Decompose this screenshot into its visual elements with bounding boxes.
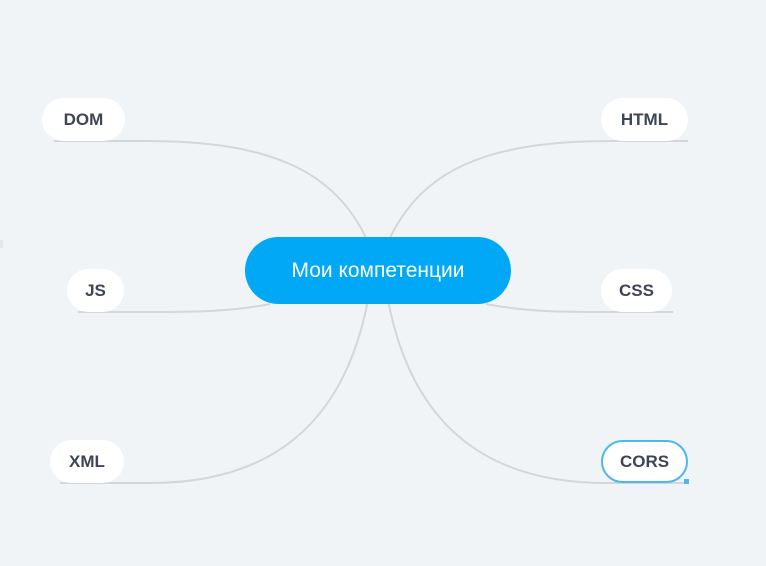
connector-dom	[54, 140, 369, 243]
topic-html-label: HTML	[620, 109, 669, 129]
resize-handle[interactable]	[684, 479, 689, 484]
topic-html[interactable]: HTML	[601, 98, 688, 141]
topic-js-label: JS	[85, 280, 106, 300]
topic-js[interactable]: JS	[67, 269, 124, 312]
topic-xml[interactable]: XML	[50, 440, 124, 483]
topic-dom[interactable]: DOM	[42, 98, 125, 141]
topic-dom-label: DOM	[63, 109, 104, 129]
topic-css-label: CSS	[619, 280, 654, 300]
central-topic[interactable]: Мои компетенции	[245, 237, 511, 304]
central-topic-label: Мои компетенции	[291, 258, 465, 282]
topic-cors-label: CORS	[619, 451, 670, 471]
connector-xml	[60, 299, 369, 484]
canvas-edge-mark	[0, 240, 3, 248]
connector-html	[387, 140, 688, 243]
topic-xml-label: XML	[69, 451, 105, 471]
topic-cors[interactable]: CORS	[601, 440, 689, 484]
connector-css	[485, 303, 673, 313]
connector-cors	[387, 299, 688, 484]
topic-css[interactable]: CSS	[601, 269, 672, 312]
connector-js	[78, 303, 271, 313]
